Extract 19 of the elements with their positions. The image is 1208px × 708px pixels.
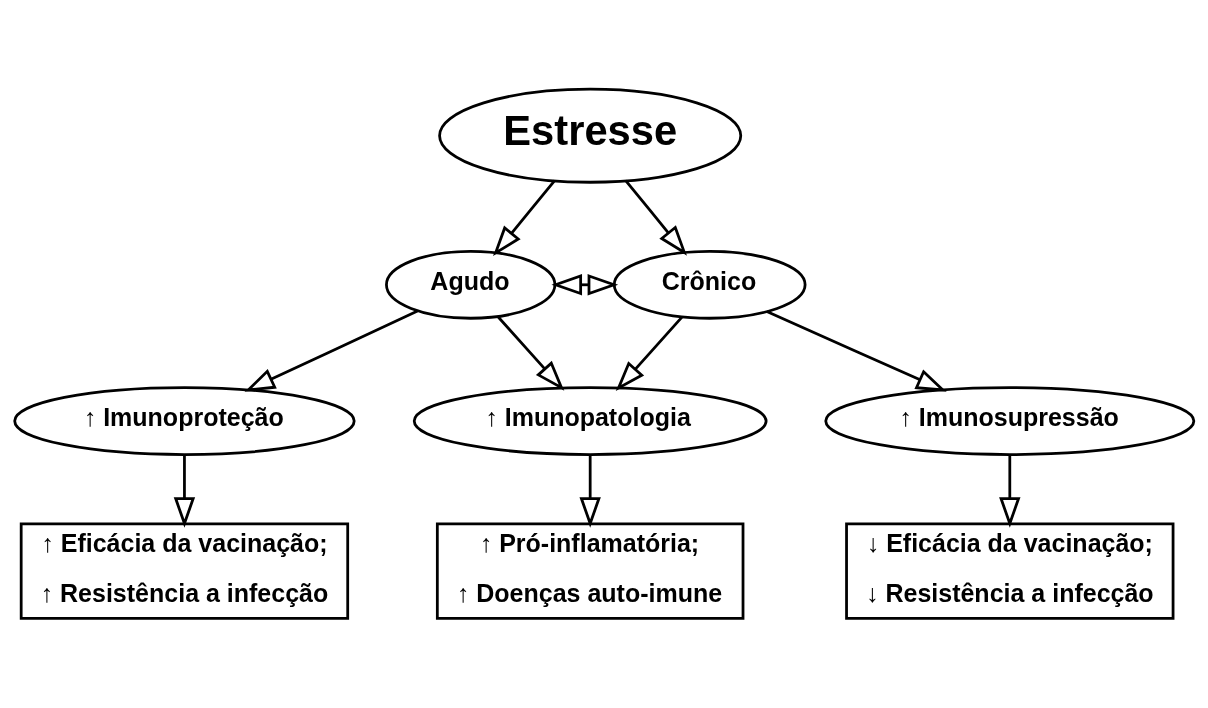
node-ellipse: ↑ Imunoproteção — [13, 386, 356, 456]
node-ellipse: ↑ Imunosupressão — [824, 386, 1196, 456]
arrow — [493, 179, 556, 257]
node-ellipse: ↑ Imunopatologia — [412, 386, 768, 456]
node-box: ↓ Eficácia da vacinação; ↓ Resistência a infecção — [845, 522, 1175, 620]
arrow — [551, 274, 619, 296]
node-box: ↑ Pró-inflamatória; ↑ Doenças auto-imune — [435, 522, 745, 620]
arrow — [766, 310, 947, 392]
node-ellipse: Agudo — [385, 249, 557, 320]
node-ellipse: Crônico — [612, 249, 807, 320]
arrow — [624, 179, 687, 256]
node-box: ↑ Eficácia da vacinação; ↑ Resistência a infecção — [19, 522, 350, 620]
arrow — [579, 454, 601, 528]
arrow — [244, 309, 419, 392]
arrow — [173, 454, 196, 528]
arrow — [615, 316, 683, 392]
node-ellipse: Estresse — [438, 87, 743, 184]
arrow — [999, 454, 1021, 528]
arrow — [496, 315, 565, 391]
